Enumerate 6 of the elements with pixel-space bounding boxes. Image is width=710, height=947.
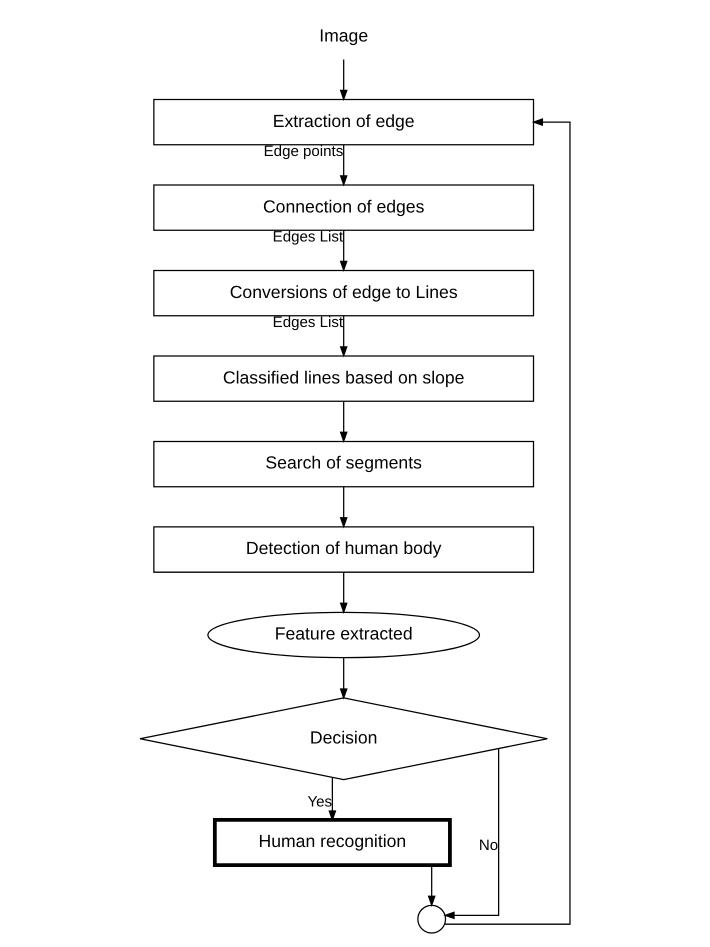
- edge-label: Yes: [307, 793, 332, 810]
- edge-label: Edges List: [272, 314, 344, 332]
- edge-label: No: [478, 837, 498, 854]
- edge-label: Edges List: [272, 228, 344, 246]
- node-text: Image: [319, 25, 368, 46]
- edge-label: Edge points: [264, 143, 344, 160]
